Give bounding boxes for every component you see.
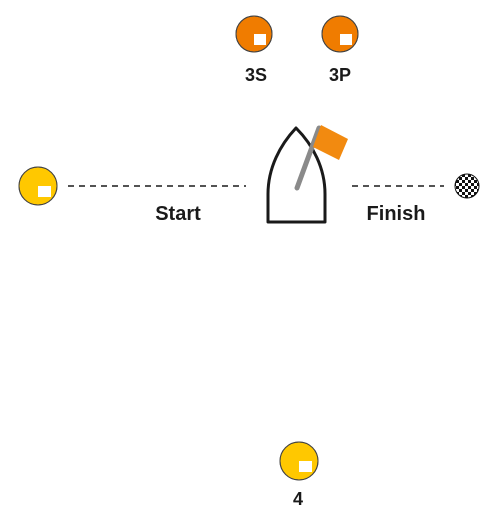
start-label: Start bbox=[155, 203, 201, 225]
mark-4-label: 4 bbox=[293, 489, 303, 509]
rounding-mark-icon bbox=[235, 15, 273, 53]
committee-boat bbox=[266, 125, 348, 224]
orange-flag-icon bbox=[313, 125, 348, 160]
rounding-mark-icon bbox=[279, 441, 319, 481]
finish-label: Finish bbox=[367, 203, 426, 225]
rounding-mark-icon bbox=[321, 15, 359, 53]
mark-3p: 3P bbox=[321, 15, 359, 85]
start-pin-mark-icon bbox=[18, 166, 58, 206]
mast bbox=[294, 125, 322, 191]
start-pin-mark bbox=[18, 166, 58, 206]
mark-3s: 3S bbox=[235, 15, 273, 85]
mark-4: 4 bbox=[279, 441, 319, 509]
mark-3p-label: 3P bbox=[329, 65, 351, 85]
mark-3s-label: 3S bbox=[245, 65, 267, 85]
checkered-flag-icon bbox=[454, 173, 480, 199]
